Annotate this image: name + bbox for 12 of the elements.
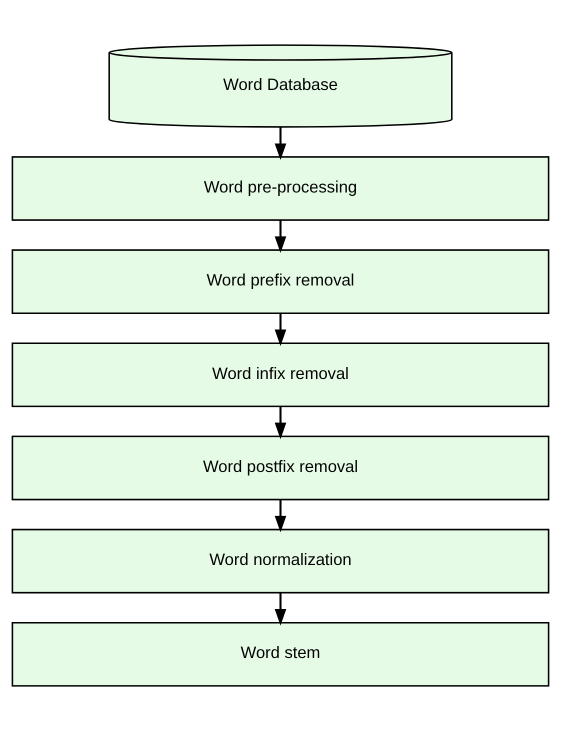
node-box: Word normalization (12, 528, 550, 594)
node-box: Word infix removal (12, 342, 550, 408)
arrow (274, 127, 286, 160)
arrow (274, 314, 286, 346)
arrow (274, 593, 286, 626)
node-box: Word pre-processing (12, 156, 550, 221)
arrow (274, 406, 286, 440)
arrow (274, 220, 286, 253)
node-box: Word postfix removal (12, 436, 550, 500)
node-box: Word stem (12, 622, 550, 687)
arrow (274, 500, 286, 532)
node-box: Word prefix removal (12, 249, 550, 314)
